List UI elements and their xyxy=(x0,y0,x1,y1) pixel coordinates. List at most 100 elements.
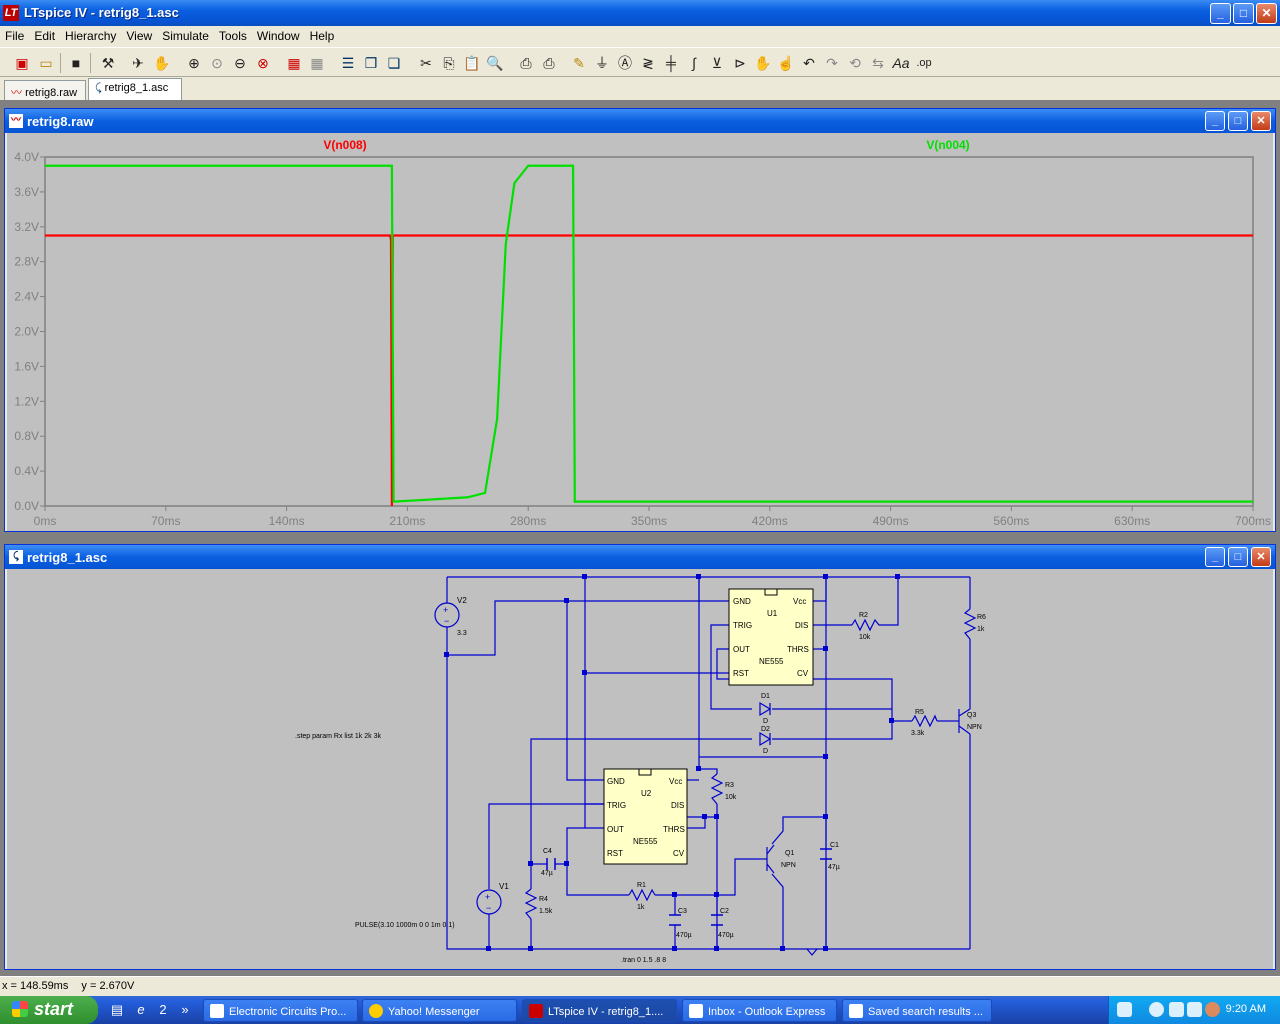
tran-directive[interactable]: .tran 0 1.5 .8 8 xyxy=(621,957,666,964)
menu-file[interactable]: File xyxy=(5,29,25,43)
u1-ref: U1 xyxy=(767,609,778,618)
schematic-drawing[interactable]: GND Vcc U1 TRIG DIS OUT THRS NE555 RST C… xyxy=(7,569,1273,969)
delete-trace-icon[interactable]: ▦ xyxy=(310,55,324,71)
title-bar[interactable]: LT LTspice IV - retrig8_1.asc _ □ ✕ xyxy=(0,0,1280,26)
tile-horizontal-icon[interactable]: ☰ xyxy=(341,55,355,71)
print-icon[interactable]: ⎙ xyxy=(543,55,555,71)
menu-hierarchy[interactable]: Hierarchy xyxy=(65,29,117,43)
plot-window-titlebar[interactable]: 〰 retrig8.raw _ □ ✕ xyxy=(5,109,1275,133)
find-icon[interactable]: 🔍 xyxy=(486,55,504,71)
menu-help[interactable]: Help xyxy=(309,29,335,43)
task-saved-search[interactable]: Saved search results ... xyxy=(842,999,992,1022)
tab-label: retrig8_1.asc xyxy=(104,82,169,94)
search-folder-icon xyxy=(849,1004,863,1018)
zoom-out-icon[interactable]: ⊖ xyxy=(234,55,246,71)
trace-label: V(n004) xyxy=(926,138,969,152)
u1-ne555-ic[interactable]: GND Vcc U1 TRIG DIS OUT THRS NE555 RST C… xyxy=(728,588,814,686)
print-preview-icon[interactable]: ⎙ xyxy=(520,55,532,71)
copy-icon[interactable]: ⎘ xyxy=(443,55,455,71)
task-ltspice[interactable]: LTspice IV - retrig8_1.... xyxy=(522,999,677,1022)
mirror-icon[interactable]: ⇆ xyxy=(872,55,884,71)
schematic-maximize-button[interactable]: □ xyxy=(1228,547,1248,567)
zoom-fit-icon[interactable]: ⊗ xyxy=(257,55,269,71)
schematic-close-button[interactable]: ✕ xyxy=(1251,547,1271,567)
v2-voltage-source[interactable]: +− V2 3.3 xyxy=(434,596,467,637)
window-title: LTspice IV - retrig8_1.asc xyxy=(24,5,179,20)
help-icon[interactable] xyxy=(1117,1002,1132,1017)
quicklaunch-expand-icon[interactable]: » xyxy=(181,1002,189,1017)
ground-icon[interactable]: ⏚ xyxy=(595,55,609,71)
schematic-window-titlebar[interactable]: ⤹ retrig8_1.asc _ □ ✕ xyxy=(5,545,1275,569)
menu-edit[interactable]: Edit xyxy=(34,29,56,43)
y-tick-label: 3.6V xyxy=(14,185,39,199)
zoom-in-icon[interactable]: ⊕ xyxy=(188,55,200,71)
step-directive[interactable]: .step param Rx list 1k 2k 3k xyxy=(295,733,381,740)
d1-ref: D1 xyxy=(761,693,770,700)
inductor-icon[interactable]: ∫ xyxy=(692,55,696,71)
schematic-canvas[interactable]: GND Vcc U1 TRIG DIS OUT THRS NE555 RST C… xyxy=(7,569,1273,969)
move-icon[interactable]: ✋ xyxy=(754,55,772,71)
c4-value: 47µ xyxy=(541,870,553,877)
undo-icon[interactable]: ↶ xyxy=(803,55,815,71)
v1-voltage-source[interactable]: +− V1 PULSE(3.10 1000m 0 0 1m 0 1) xyxy=(355,882,509,929)
run-icon[interactable]: ✈ xyxy=(132,55,144,71)
internet-explorer-icon[interactable]: e xyxy=(137,1002,145,1017)
show-desktop-icon[interactable]: ▤ xyxy=(110,1002,124,1017)
plot-close-button[interactable]: ✕ xyxy=(1251,111,1271,131)
menu-tools[interactable]: Tools xyxy=(218,29,247,43)
cascade-icon[interactable]: ❏ xyxy=(387,55,401,71)
plot-maximize-button[interactable]: □ xyxy=(1228,111,1248,131)
tile-vertical-icon[interactable]: ❐ xyxy=(364,55,378,71)
task-yahoo-messenger[interactable]: Yahoo! Messenger xyxy=(362,999,517,1022)
pan-icon[interactable]: ⊙ xyxy=(211,55,223,71)
task-outlook-express[interactable]: Inbox - Outlook Express xyxy=(682,999,837,1022)
diode-icon[interactable]: ⊻ xyxy=(711,55,723,71)
u2-value: NE555 xyxy=(633,837,658,846)
security-icon[interactable] xyxy=(1205,1002,1220,1017)
x-tick-label: 0ms xyxy=(34,514,57,528)
back-arrow-icon[interactable] xyxy=(1149,1002,1164,1017)
cut-icon[interactable]: ✂ xyxy=(420,55,432,71)
halt-icon[interactable]: ✋ xyxy=(153,55,171,71)
quicklaunch-count[interactable]: 2 xyxy=(159,1002,167,1017)
start-button[interactable]: start xyxy=(0,996,98,1024)
label-net-icon[interactable]: Ⓐ xyxy=(618,55,632,71)
u2-pin-cv: CV xyxy=(673,849,685,858)
tab-retrig8-raw[interactable]: 〰 retrig8.raw xyxy=(4,80,86,100)
x-tick-label: 630ms xyxy=(1114,514,1150,528)
r5-value: 3.3k xyxy=(911,730,925,737)
spice-directive-icon[interactable]: .op xyxy=(916,57,932,69)
open-icon[interactable]: ▭ xyxy=(39,55,53,71)
u1-pin-trig: TRIG xyxy=(733,621,752,630)
mail-tray-icon[interactable] xyxy=(1187,1002,1202,1017)
menu-view[interactable]: View xyxy=(126,29,153,43)
resistor-icon[interactable]: ≷ xyxy=(642,55,654,71)
close-button[interactable]: ✕ xyxy=(1256,3,1277,24)
trace-label: V(n008) xyxy=(323,138,366,152)
control-panel-icon[interactable]: ⚒ xyxy=(101,55,115,71)
task-electronic-circuits[interactable]: Electronic Circuits Pro... xyxy=(203,999,358,1022)
schematic-minimize-button[interactable]: _ xyxy=(1205,547,1225,567)
drag-icon[interactable]: ☝ xyxy=(777,55,795,71)
network-icon[interactable] xyxy=(1169,1002,1184,1017)
r1-ref: R1 xyxy=(637,882,646,889)
waveform-chart[interactable]: 0.0V0.4V0.8V1.2V1.6V2.0V2.4V2.8V3.2V3.6V… xyxy=(7,133,1273,531)
menu-window[interactable]: Window xyxy=(256,29,300,43)
minimize-button[interactable]: _ xyxy=(1210,3,1231,24)
menu-simulate[interactable]: Simulate xyxy=(162,29,209,43)
plot-minimize-button[interactable]: _ xyxy=(1205,111,1225,131)
capacitor-icon[interactable]: ╪ xyxy=(666,55,676,71)
save-icon[interactable]: ■ xyxy=(71,55,81,71)
wire-icon[interactable]: ✎ xyxy=(573,55,585,71)
tab-retrig8-1-asc[interactable]: ⤹ retrig8_1.asc xyxy=(88,78,182,100)
component-icon[interactable]: ⊳ xyxy=(734,55,746,71)
new-schematic-icon[interactable]: ▣ xyxy=(15,55,29,71)
paste-icon[interactable]: 📋 xyxy=(463,55,481,71)
redo-icon[interactable]: ↷ xyxy=(826,55,838,71)
maximize-button[interactable]: □ xyxy=(1233,3,1254,24)
u2-ne555-ic[interactable]: GND Vcc U2 TRIG DIS OUT THRS NE555 RST C… xyxy=(603,768,688,865)
text-icon[interactable]: Aa xyxy=(892,55,910,71)
autorange-icon[interactable]: ▦ xyxy=(287,55,301,71)
rotate-icon[interactable]: ⟲ xyxy=(849,55,861,71)
